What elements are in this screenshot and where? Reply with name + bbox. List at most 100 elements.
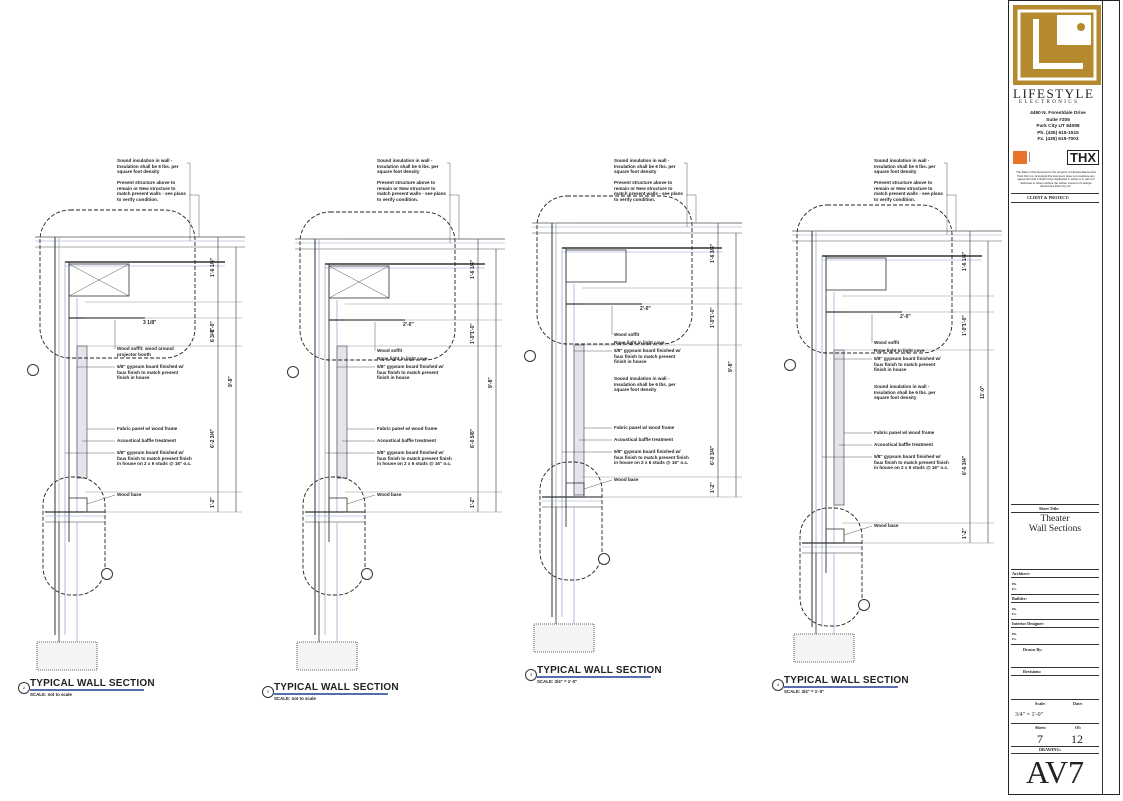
sheet-number: 7	[1037, 732, 1043, 746]
dimension-label: 6 3/4"	[210, 328, 216, 343]
dimension-label: 1'-6 1/4"	[962, 251, 968, 271]
soffit-box	[328, 265, 390, 299]
detail-marker	[361, 568, 373, 580]
address-line: 4490 N. Forestdale Drive	[1030, 111, 1086, 116]
note-soffit: Wood soffit	[377, 348, 403, 353]
thx-logo: THX	[1067, 150, 1099, 165]
dimension-label: 1'-2"	[962, 528, 968, 539]
note-wood-base: Wood base	[874, 523, 899, 528]
divider	[1011, 193, 1099, 194]
client-project-label: CLIENT & PROJECT:	[1027, 195, 1070, 200]
dimension-label: 6'-0 3/4"	[710, 445, 716, 465]
section-marker: 2	[18, 682, 30, 694]
architect-ph: Ph.	[1012, 582, 1017, 586]
title-block: LIFESTYLE ELECTRONICS 4490 N. Forestdale…	[1008, 0, 1120, 795]
brand-name: LIFESTYLE	[1013, 86, 1095, 101]
section-scale: SCALE: not to scale	[30, 692, 72, 697]
dimension-label: 3 1/8"	[143, 320, 157, 326]
scale-value: 3/4" = 1'-0"	[1015, 712, 1044, 718]
fabric-panel	[76, 345, 88, 479]
sheet-title-line2: Wall Sections	[1028, 524, 1082, 534]
note-gypsum-studs: 5/8" gypsum board finished w/ faux finis…	[117, 450, 192, 467]
section-scale: SCALE: not to scale	[274, 696, 316, 701]
divider	[1011, 753, 1099, 754]
divider	[1011, 569, 1099, 570]
address-line: Ph. (435) 615-1515	[1037, 130, 1079, 136]
wood-base	[68, 497, 88, 513]
leader-line	[583, 479, 613, 490]
note-gypsum-board: 5/8" gypsum board finished w/ faux finis…	[874, 356, 941, 373]
note-fabric-panel: Fabric panel w/ wood frame	[874, 430, 935, 435]
note-baffle: Acoustical baffle treatment	[874, 442, 933, 447]
wood-base	[825, 528, 845, 544]
designer-fx: Fx.	[1012, 637, 1017, 641]
wall-sections-drawing	[30, 162, 1002, 695]
note-insulation: Sound insulation in wall - Insulation sh…	[377, 158, 439, 175]
footing	[533, 623, 595, 653]
sheet-title-label: Sheet Title:	[1039, 506, 1060, 511]
designer-ph: Ph.	[1012, 632, 1017, 636]
note-light-cove: Rope light in light cove	[377, 356, 428, 361]
dimension-label: 1'-0"	[470, 333, 476, 344]
note-wood-base: Wood base	[377, 492, 402, 497]
section-title: TYPICAL WALL SECTION	[274, 682, 399, 693]
cedia-text	[1029, 152, 1060, 162]
divider	[1011, 577, 1099, 578]
section-title: TYPICAL WALL SECTION	[784, 675, 909, 686]
dimension-label: 6'-6 3/4"	[962, 455, 968, 475]
note-structure: Present structure above to remain or New…	[874, 180, 943, 202]
detail-callout	[299, 211, 456, 361]
divider	[1011, 202, 1099, 203]
dimension-label: 11'-0"	[980, 385, 986, 399]
dimension-label: 1'-6 3/4"	[710, 243, 716, 263]
divider	[1011, 644, 1099, 645]
note-soffit: Wood soffit	[874, 340, 900, 345]
dimension-label: 1'-2"	[210, 497, 216, 508]
detail-marker	[598, 553, 610, 565]
divider	[1011, 504, 1099, 505]
note-insulation: Sound insulation in wall - Insulation sh…	[874, 158, 936, 175]
dimension-label: 9'-8"	[488, 376, 494, 388]
fabric-panel	[833, 349, 845, 506]
note-light-cove: Rope light in light cove	[874, 348, 925, 353]
note-fabric-panel: Fabric panel w/ wood frame	[117, 426, 178, 431]
dimension-label: 1'-0"	[710, 317, 716, 328]
dimension-label: 9'-8"	[728, 361, 734, 372]
note-wood-base: Wood base	[117, 492, 142, 497]
divider	[1011, 667, 1099, 668]
divider	[1011, 699, 1099, 700]
note-structure: Present structure above to remain or New…	[377, 180, 446, 202]
note-wood-base: Wood base	[614, 477, 639, 482]
detail-callout	[302, 476, 366, 596]
dimension-label: 6'-2 3/4"	[210, 428, 216, 448]
address-line: Suite #205	[1046, 117, 1070, 123]
divider	[1011, 512, 1099, 513]
footing	[36, 641, 98, 671]
note-fabric-panel: Fabric panel w/ wood frame	[377, 426, 438, 431]
lifestyle-logo	[1013, 5, 1101, 85]
note-soffit: Wood soffit: wood around projector booth	[117, 346, 174, 357]
divider	[1011, 602, 1099, 603]
detail-callout	[536, 195, 693, 345]
note-gypsum-studs: 5/8" gypsum board finished w/ faux finis…	[377, 450, 452, 467]
soffit-box	[825, 257, 887, 291]
soffit-box	[328, 265, 390, 299]
footing	[793, 633, 855, 663]
soffit-box	[565, 249, 627, 283]
date-label: Date:	[1073, 701, 1083, 706]
dimension-label: 1'-6 1/4"	[210, 257, 216, 277]
detail-marker	[287, 366, 299, 378]
dimension-label: 6'-0 5/8"	[470, 428, 476, 448]
disclaimer-text: The Data in this document is the propert…	[1016, 170, 1096, 188]
dimension-label: 1'-2"	[470, 497, 476, 508]
divider	[1011, 675, 1099, 676]
builder-fx: Fx.	[1012, 612, 1017, 616]
binding-strip	[1102, 1, 1119, 794]
divider	[1011, 746, 1099, 747]
divider	[1011, 723, 1099, 724]
builder-ph: Ph.	[1012, 607, 1017, 611]
divider	[1011, 627, 1099, 628]
note-insulation-wall: Sound insulation in wall - Insulation sh…	[874, 384, 936, 401]
note-baffle: Acoustical baffle treatment	[117, 438, 176, 443]
